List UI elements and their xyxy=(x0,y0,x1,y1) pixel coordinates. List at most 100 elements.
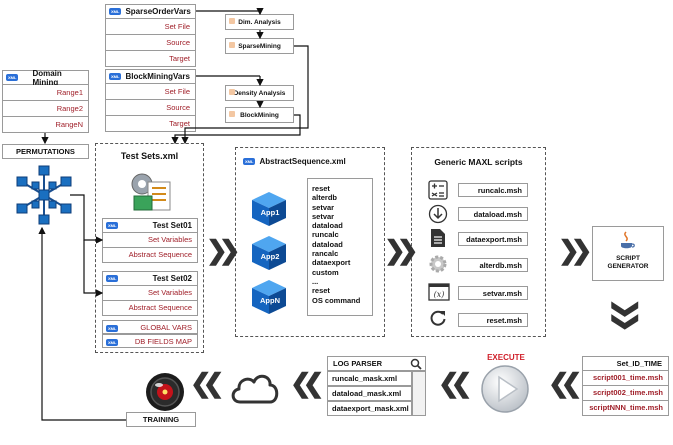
sparse-order-row: Set File xyxy=(105,19,196,35)
training-box: TRAINING xyxy=(126,412,196,427)
app-cube-label: App2 xyxy=(260,252,280,261)
block-mining-label: BlockMining xyxy=(240,111,279,119)
test-set02-header: XML Test Set02 xyxy=(102,271,198,286)
command-item: OS command xyxy=(312,295,361,305)
test-sets-title: Test Sets.xml xyxy=(120,151,179,161)
command-item: reset xyxy=(312,286,330,296)
java-icon xyxy=(621,231,635,249)
abstract-sequence-panel xyxy=(235,147,385,337)
command-item: custom xyxy=(312,267,339,277)
block-mining-row: Source xyxy=(105,100,196,116)
app-cube-label: AppN xyxy=(260,296,280,305)
variable-icon: (x) xyxy=(428,283,450,301)
mask-file: runcalc_mask.xml xyxy=(327,371,412,386)
maxl-node-icon xyxy=(229,111,235,117)
document-icon xyxy=(431,229,445,247)
reset-icon xyxy=(430,310,446,326)
command-item: setvar xyxy=(312,211,335,221)
maxl-node-icon xyxy=(229,18,235,24)
calculator-icon xyxy=(428,180,448,200)
test-set02-title: Test Set02 xyxy=(152,274,192,283)
xml-icon: XML xyxy=(6,74,19,81)
global-vars-label: GLOBAL VARS xyxy=(140,323,192,332)
domain-mining-row: Range2 xyxy=(2,101,89,117)
block-mining-vars-title: BlockMiningVars xyxy=(125,72,190,81)
msh-file: alterdb.msh xyxy=(458,258,528,272)
log-parser-header: LOG PARSER xyxy=(327,356,426,371)
app-cube-icon xyxy=(252,236,286,270)
log-parser-title: LOG PARSER xyxy=(333,359,383,368)
permutations-network-icon xyxy=(16,165,72,225)
gear-icon xyxy=(429,255,447,273)
domain-mining-row: RangeN xyxy=(2,117,89,133)
script-generator-box xyxy=(592,226,664,281)
dim-analysis-label: Dim. Analysis xyxy=(238,18,281,26)
execute-label: EXECUTE xyxy=(487,353,525,362)
abstract-sequence-title: AbstractSequence.xml xyxy=(259,157,346,166)
command-item: ... xyxy=(312,276,319,286)
app-cube-icon xyxy=(252,280,286,314)
script-generator-line2: GENERATOR xyxy=(607,263,649,270)
svg-text:(x): (x) xyxy=(434,290,445,299)
block-mining-row: Target xyxy=(105,116,196,132)
xml-icon: XML xyxy=(106,222,119,229)
maxl-node-icon xyxy=(229,42,235,48)
sparse-mining-label: SparseMining xyxy=(238,42,281,50)
command-item: runcalc xyxy=(312,230,339,240)
block-mining-vars-header: XML BlockMiningVars xyxy=(105,69,196,84)
db-fields-map-label: DB FIELDS MAP xyxy=(134,337,192,346)
mask-file: dataload_mask.xml xyxy=(327,386,412,401)
set-id-header: Set_ID_TIME xyxy=(582,356,669,371)
test-sets-panel xyxy=(95,143,204,353)
domain-mining-header: XML Domain Mining xyxy=(2,68,89,87)
msh-file: reset.msh xyxy=(458,313,528,327)
command-item: dataload xyxy=(312,221,343,231)
play-button-icon xyxy=(481,365,529,413)
script-generator-label: SCRIPT GENERATOR xyxy=(592,255,664,271)
maxl-scripts-panel xyxy=(411,147,546,337)
msh-file: runcalc.msh xyxy=(458,183,528,197)
density-analysis-label: Density Analysis xyxy=(233,89,286,97)
xml-icon: XML xyxy=(106,275,119,282)
block-mining-row: Set File xyxy=(105,84,196,100)
domain-mining-row: Range1 xyxy=(2,85,89,101)
script-generator-line1: SCRIPT xyxy=(616,255,640,262)
permutations-box: PERMUTATIONS xyxy=(2,144,89,159)
domain-mining-title: Domain Mining xyxy=(32,68,62,87)
xml-icon: XML xyxy=(243,158,256,165)
sparse-order-row: Source xyxy=(105,35,196,51)
sparse-order-row: Target xyxy=(105,51,196,67)
command-item: alterdb xyxy=(312,193,338,203)
app-cube-label: App1 xyxy=(260,208,280,217)
command-item: rancalc xyxy=(312,249,339,259)
test-set01-header: XML Test Set01 xyxy=(102,218,198,233)
download-icon xyxy=(428,204,448,224)
cloud-icon xyxy=(231,374,279,404)
xml-icon: XML xyxy=(109,73,122,80)
mask-file: dataexport_mask.xml xyxy=(327,401,412,416)
set-id-row: script001_time.msh xyxy=(582,371,669,386)
msh-file: setvar.msh xyxy=(458,286,528,300)
command-item: dataexport xyxy=(312,258,351,268)
global-vars-box: XML GLOBAL VARS xyxy=(102,320,198,334)
maxl-node-icon xyxy=(229,89,235,95)
test-set01-row: Abstract Sequence xyxy=(102,248,198,263)
maxl-scripts-title: Generic MAXL scripts xyxy=(434,157,523,167)
xml-icon: XML xyxy=(106,324,119,332)
xml-file-icon xyxy=(412,371,426,416)
set-id-row: scriptNNN_time.msh xyxy=(582,401,669,416)
training-eye-icon xyxy=(146,373,184,411)
test-set01-title: Test Set01 xyxy=(152,221,192,230)
set-id-row: script002_time.msh xyxy=(582,386,669,401)
search-icon xyxy=(410,358,422,370)
abstract-sequence-header: XML AbstractSequence.xml xyxy=(240,157,346,166)
xml-icon: XML xyxy=(109,8,122,15)
msh-file: dataload.msh xyxy=(458,207,528,221)
command-item: dataload xyxy=(312,239,343,249)
app-cube-icon xyxy=(252,192,286,226)
command-item: reset xyxy=(312,184,330,193)
command-list-box xyxy=(307,178,373,316)
